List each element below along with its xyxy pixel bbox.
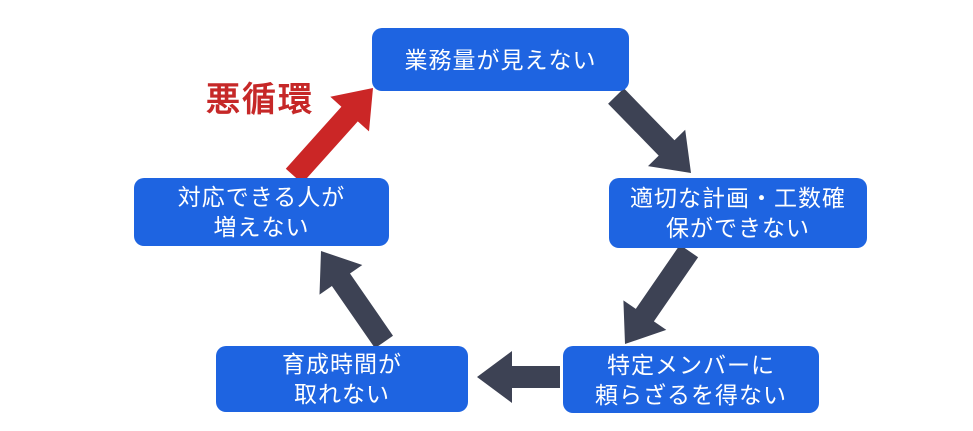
arrow-capable-to-workload-red-icon [285,88,373,184]
node-text-line: 頼らざるを得ない [595,381,787,408]
node-text-line: 育成時間が [282,351,402,377]
arrow-workload-to-planning-icon [608,88,691,173]
vicious-cycle-label: 悪循環 [206,81,314,119]
node-text-line: 適切な計画・工数確 [630,185,846,211]
node-text-line: 業務量が見えない [404,46,597,73]
node-no-proper-planning: 適切な計画・工数確 保ができない [609,178,867,248]
node-rely-on-specific-members: 特定メンバーに 頼らざるを得ない [563,346,819,413]
node-no-training-time: 育成時間が 取れない [216,346,468,412]
node-text-line: 増えない [213,214,310,240]
arrow-members-to-training-icon [477,351,560,403]
arrow-training-to-capable-icon [319,251,393,349]
node-workload-invisible: 業務量が見えない [372,28,629,91]
node-text-line: 特定メンバーに [607,351,775,378]
node-text-line: 対応できる人が [177,184,346,210]
node-text-line: 保ができない [666,215,810,241]
node-text-line: 取れない [294,381,390,407]
arrow-planning-to-members-icon [623,244,699,344]
node-capable-people-not-growing: 対応できる人が 増えない [134,178,389,246]
